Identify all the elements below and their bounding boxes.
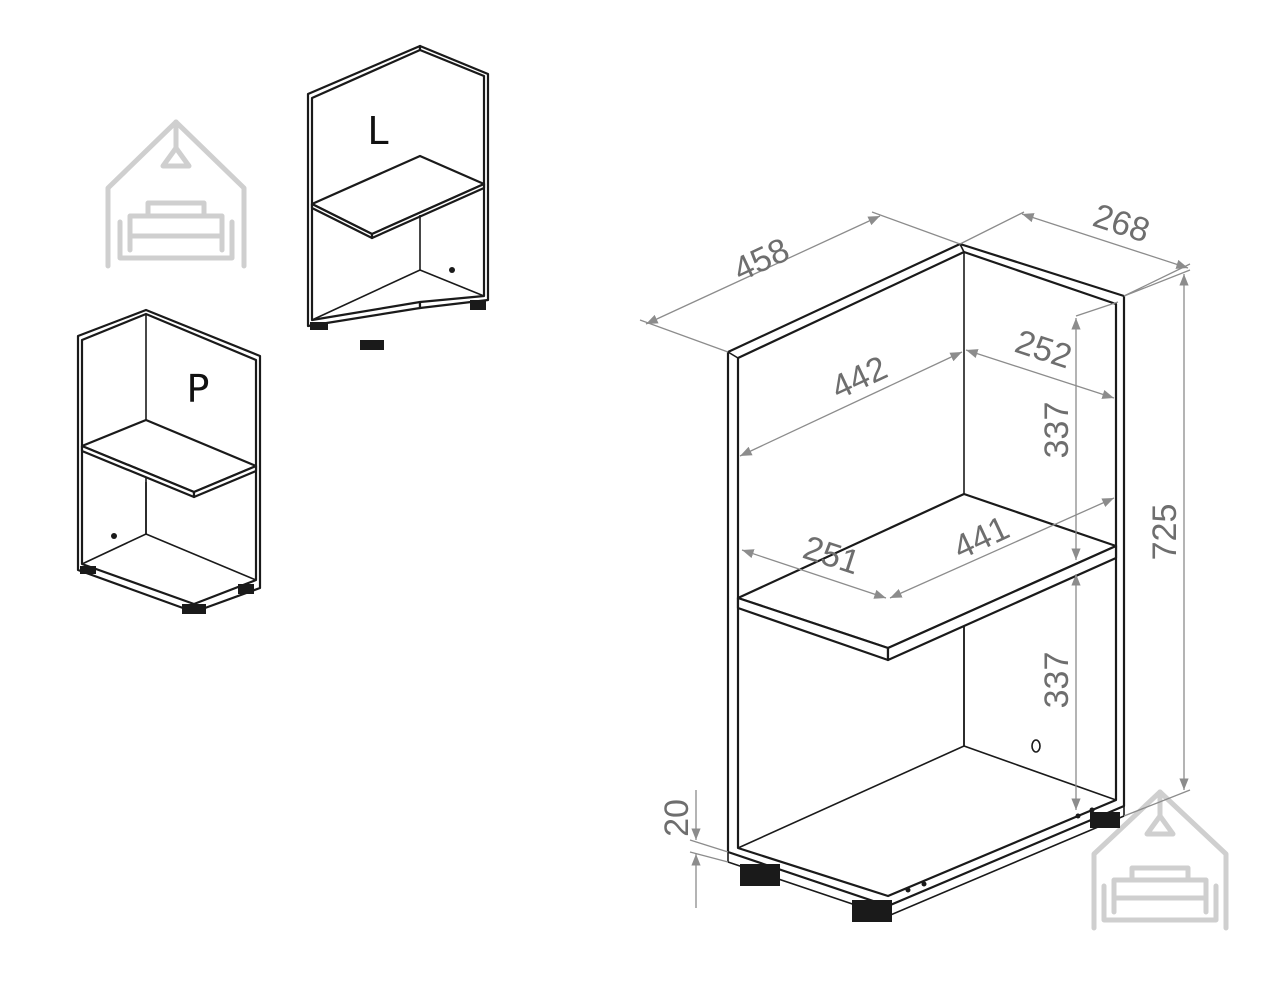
house-sofa-logo-icon: [105, 119, 247, 269]
dim-lower-height: 337: [1038, 652, 1076, 709]
shelf-variant-p: P: [76, 308, 262, 614]
dim-upper-height: 337: [1038, 402, 1076, 459]
variant-p-label: P: [187, 367, 210, 411]
variant-l-label: L: [367, 109, 388, 153]
dim-total-height: 725: [1146, 504, 1184, 561]
house-sofa-logo-icon: [1091, 789, 1229, 931]
dim-outer-depth: 268: [1089, 197, 1155, 251]
shelf-variant-l: L: [306, 44, 490, 350]
dim-plinth-height: 20: [658, 799, 696, 837]
dimension-lines: [639, 211, 1191, 908]
dim-outer-width: 458: [728, 231, 795, 289]
